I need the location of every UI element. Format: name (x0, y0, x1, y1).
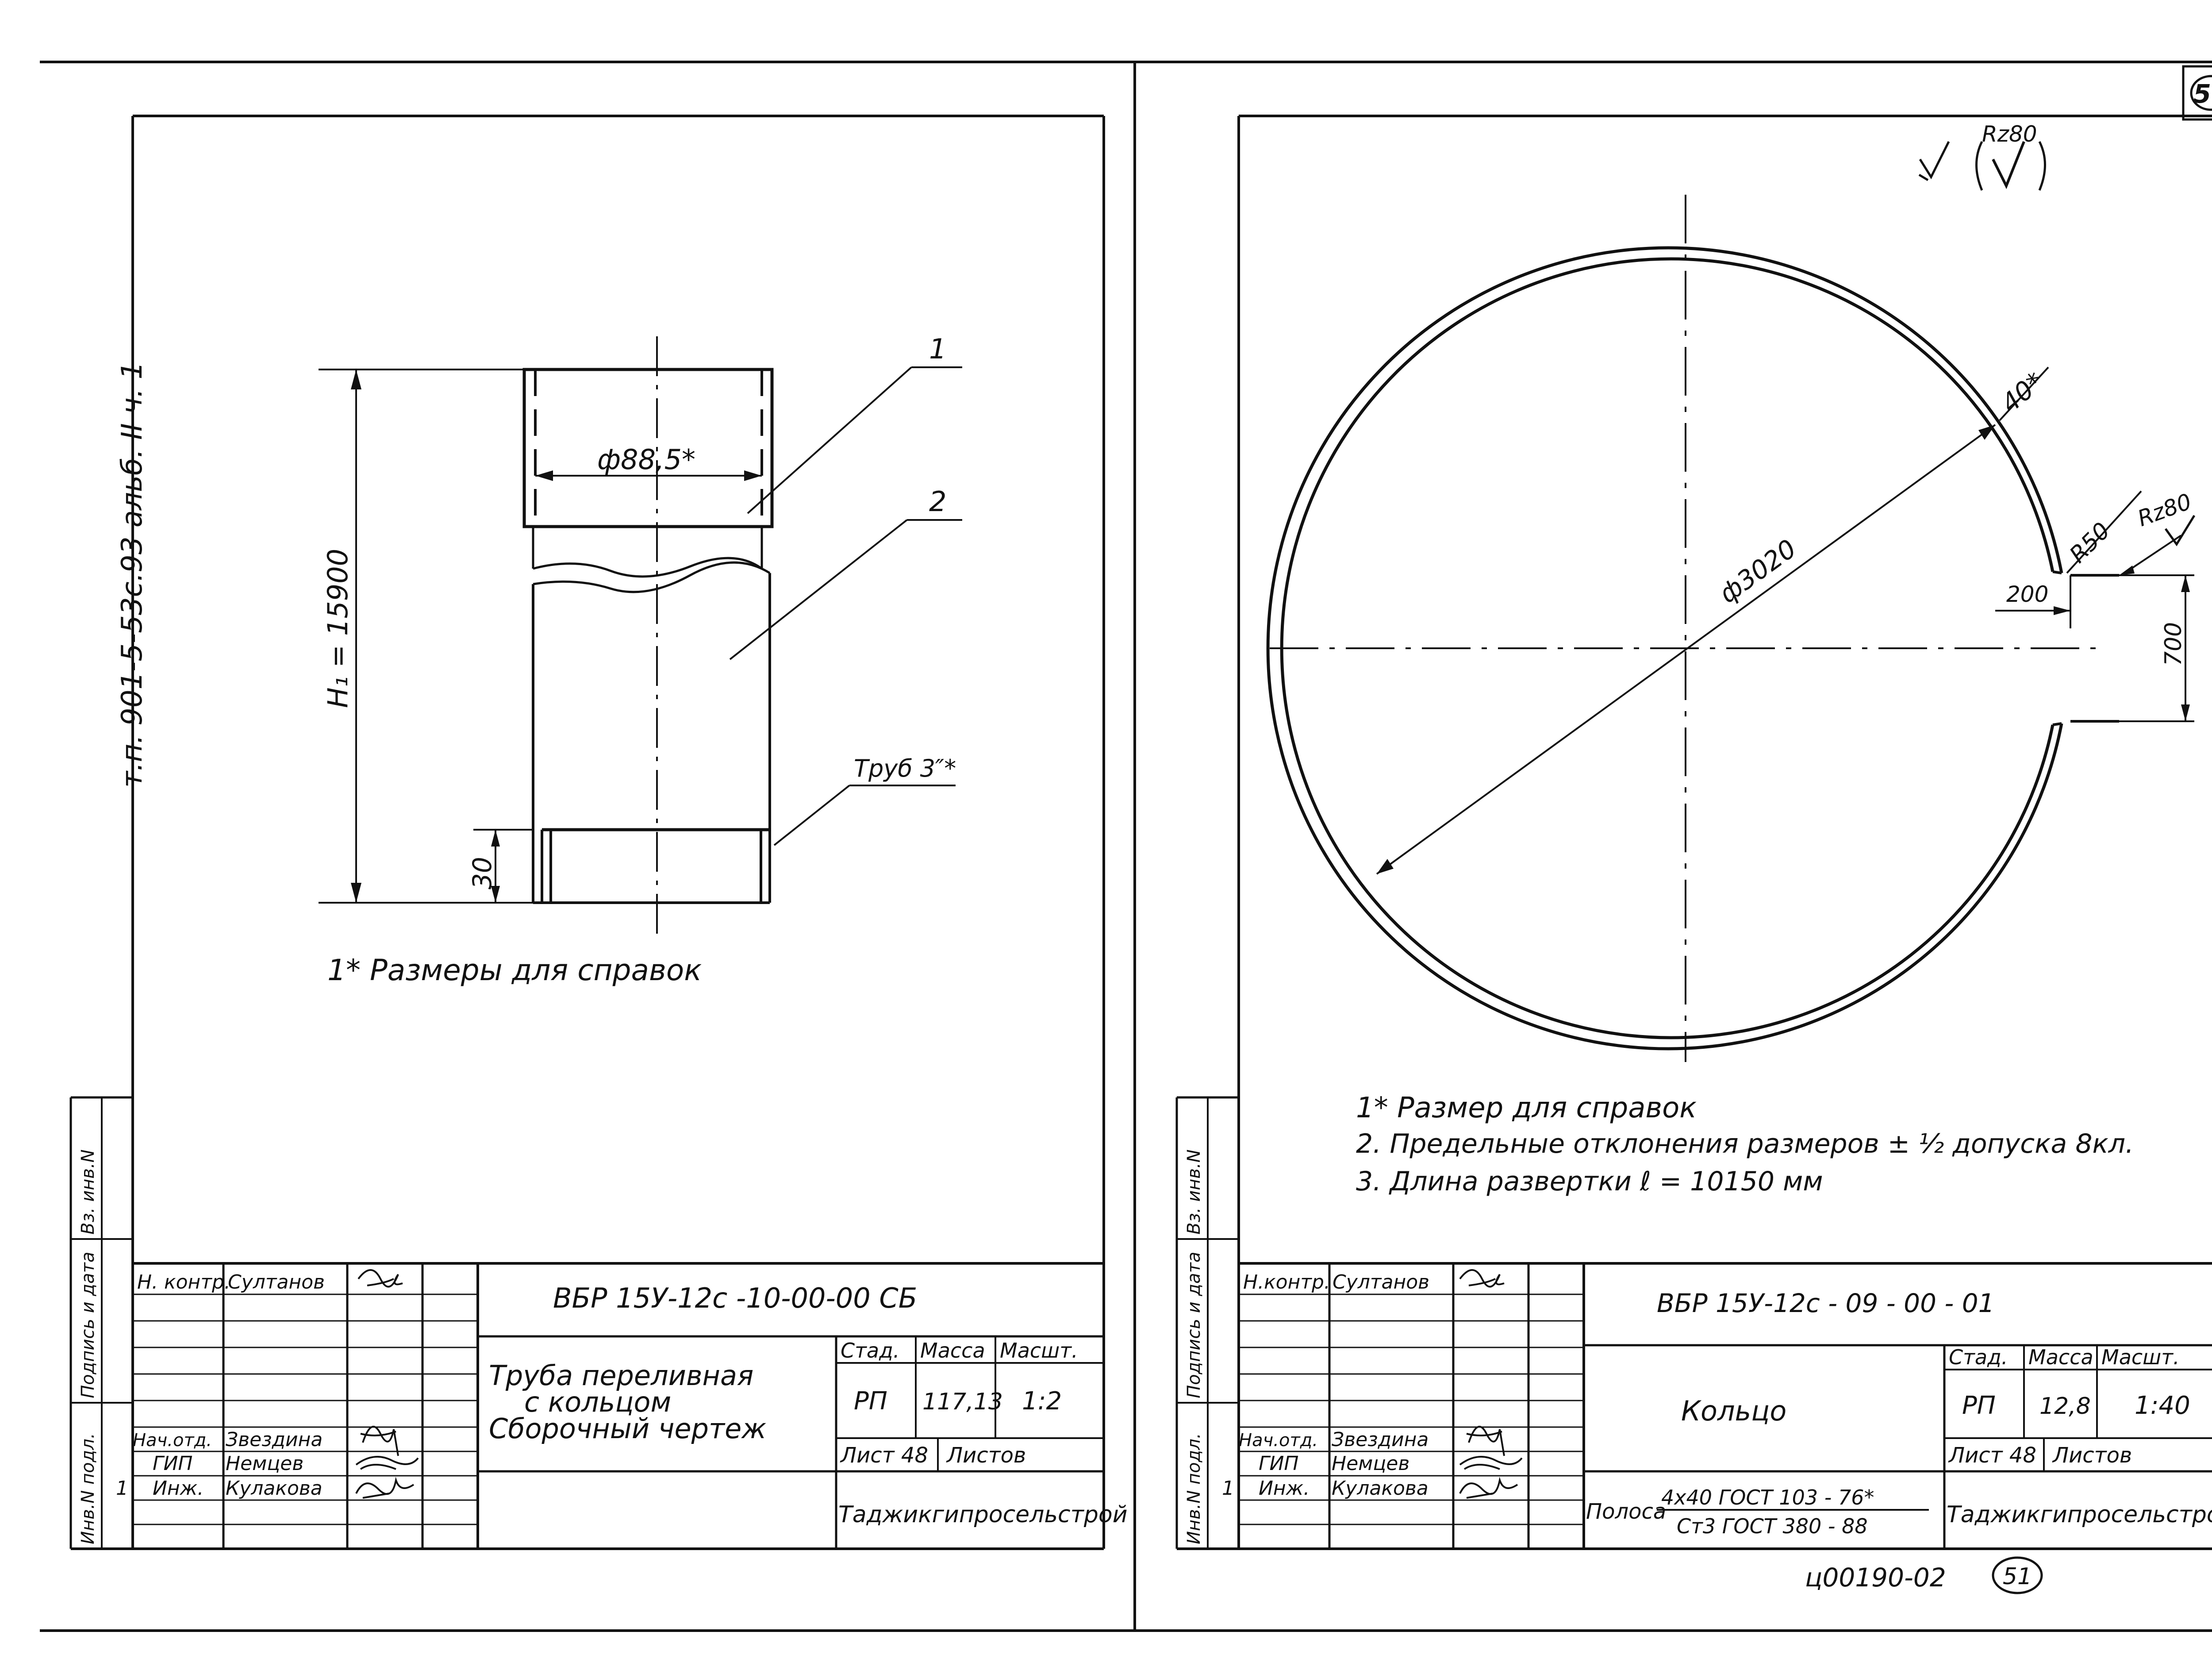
stage-header: Стад. (1949, 1345, 2008, 1369)
role-nach-otd: Нач.отд. (1239, 1430, 1318, 1451)
name-nemtsev: Немцев (226, 1452, 303, 1475)
material-bottom: Ст3 ГОСТ 380 - 88 (1677, 1514, 1868, 1538)
outer-frame (40, 61, 2212, 1632)
mass-value: 12,8 (2039, 1393, 2091, 1420)
signature (357, 1269, 403, 1288)
name-sultanov: Султанов (1333, 1271, 1429, 1293)
left-sheet: Инв.N подл. Подпись и дата Вз. инв.N ф88… (69, 115, 1128, 1550)
leader-2: 2 (929, 485, 946, 518)
name-nemtsev: Немцев (1332, 1452, 1409, 1475)
svg-text:Rz80: Rz80 (1982, 121, 2037, 147)
ring-outer (1266, 246, 2063, 1051)
sheet-number: 50 (2182, 65, 2212, 121)
doc-name-line1: Труба переливная (489, 1359, 753, 1392)
dim-700: 700 (2160, 622, 2187, 666)
stage-value: РП (854, 1387, 887, 1416)
sheets-label: Листов (2052, 1443, 2132, 1468)
roughness-symbol: Rz80 (1918, 121, 2046, 191)
role-nach-otd: Нач.отд. (133, 1430, 212, 1451)
dim-30: 30 (467, 857, 497, 889)
scale-value: 1:2 (1022, 1387, 1062, 1416)
footer-page: 51 (2003, 1563, 2032, 1590)
dim-diameter-pipe: ф88,5* (597, 443, 695, 476)
signature (1459, 1269, 1505, 1288)
name-zvezdina: Звездина (226, 1428, 323, 1451)
signature (355, 1477, 415, 1499)
doc-name-line3: Сборочный чертеж (489, 1412, 766, 1445)
name-kulakova: Кулакова (1332, 1477, 1429, 1500)
doc-code: ВБР 15У-12с - 09 - 00 - 01 (1657, 1288, 1995, 1318)
footer-code: ц00190-02 (1805, 1562, 1946, 1593)
scale-header: Масшт. (1000, 1339, 1078, 1362)
role-inzh: Инж. (1259, 1477, 1310, 1500)
role-n-kontr: Н.контр. (1243, 1271, 1330, 1293)
right-sheet: Инв.N подл. Подпись и дата Вз. инв.N Rz8… (1175, 115, 2212, 1550)
signature (360, 1426, 399, 1456)
mass-header: Масса (920, 1339, 985, 1362)
role-n-kontr: Н. контр. (137, 1271, 230, 1293)
side-col-vz: Вз. инв.N (1184, 1150, 1204, 1235)
mass-header: Масса (2028, 1345, 2093, 1369)
name-zvezdina: Звездина (1332, 1428, 1429, 1451)
left-note: 1* Размеры для справок (327, 953, 702, 987)
stage-value: РП (1962, 1391, 1996, 1420)
leader-pipe: Труб 3″* (854, 754, 956, 782)
sheet-label: Лист 48 (840, 1443, 928, 1468)
scale-value: 1:40 (2135, 1391, 2190, 1420)
sheets-label: Листов (946, 1443, 1026, 1468)
dim-rz80: Rz80 (2134, 489, 2195, 531)
name-kulakova: Кулакова (226, 1477, 323, 1500)
signature (1466, 1426, 1505, 1456)
role-inzh: Инж. (153, 1477, 204, 1500)
signature (1459, 1477, 1518, 1499)
rev-mark: 1 (116, 1477, 128, 1500)
side-col-sign: Подпись и дата (1184, 1252, 1204, 1398)
right-note-2: 2. Предельные отклонения размеров ± ½ до… (1356, 1128, 2134, 1159)
role-gip: ГИП (153, 1452, 193, 1475)
org-name: Таджикгипросельстрой (838, 1501, 1128, 1528)
org-name: Таджикгипросельстрой (1947, 1501, 2212, 1528)
mass-value: 117,13 (922, 1389, 1003, 1415)
doc-name: Кольцо (1681, 1395, 1786, 1427)
right-title-block: Н.контр. Султанов Нач.отд. Звездина ГИП … (1222, 1262, 2212, 1549)
role-gip: ГИП (1259, 1452, 1299, 1475)
left-title-block: Н. контр. Султанов Нач.отд. Звездина ГИП… (116, 1262, 1128, 1549)
right-note-1: 1* Размер для справок (1356, 1092, 1697, 1124)
side-col-vz: Вз. инв.N (78, 1150, 98, 1235)
ring-inner (1280, 257, 2055, 1039)
doc-name-line2: с кольцом (524, 1386, 671, 1418)
sheet-label: Лист 48 (1948, 1443, 2036, 1468)
signature (355, 1456, 419, 1470)
scale-header: Масшт. (2101, 1345, 2180, 1369)
material-prefix: Полоса (1586, 1499, 1666, 1524)
doc-code: ВБР 15У-12с -10-00-00 СБ (553, 1282, 917, 1314)
stage-header: Стад. (841, 1339, 900, 1362)
side-col-inv: Инв.N подл. (1184, 1433, 1204, 1544)
side-col-sign: Подпись и дата (78, 1252, 98, 1398)
rev-mark: 1 (1222, 1477, 1234, 1500)
right-note-3: 3. Длина развертки ℓ = 10150 мм (1356, 1166, 1823, 1197)
svg-text:50: 50 (2193, 79, 2212, 109)
name-sultanov: Султанов (228, 1271, 325, 1293)
material-top: 4x40 ГОСТ 103 - 76* (1661, 1485, 1874, 1509)
leader-1: 1 (929, 333, 946, 365)
dim-r50: R50 (2065, 517, 2116, 568)
dim-200: 200 (2006, 581, 2048, 607)
side-col-inv: Инв.N подл. (78, 1433, 98, 1544)
signature (1459, 1456, 1523, 1470)
dim-height: H₁ = 15900 (322, 549, 354, 708)
